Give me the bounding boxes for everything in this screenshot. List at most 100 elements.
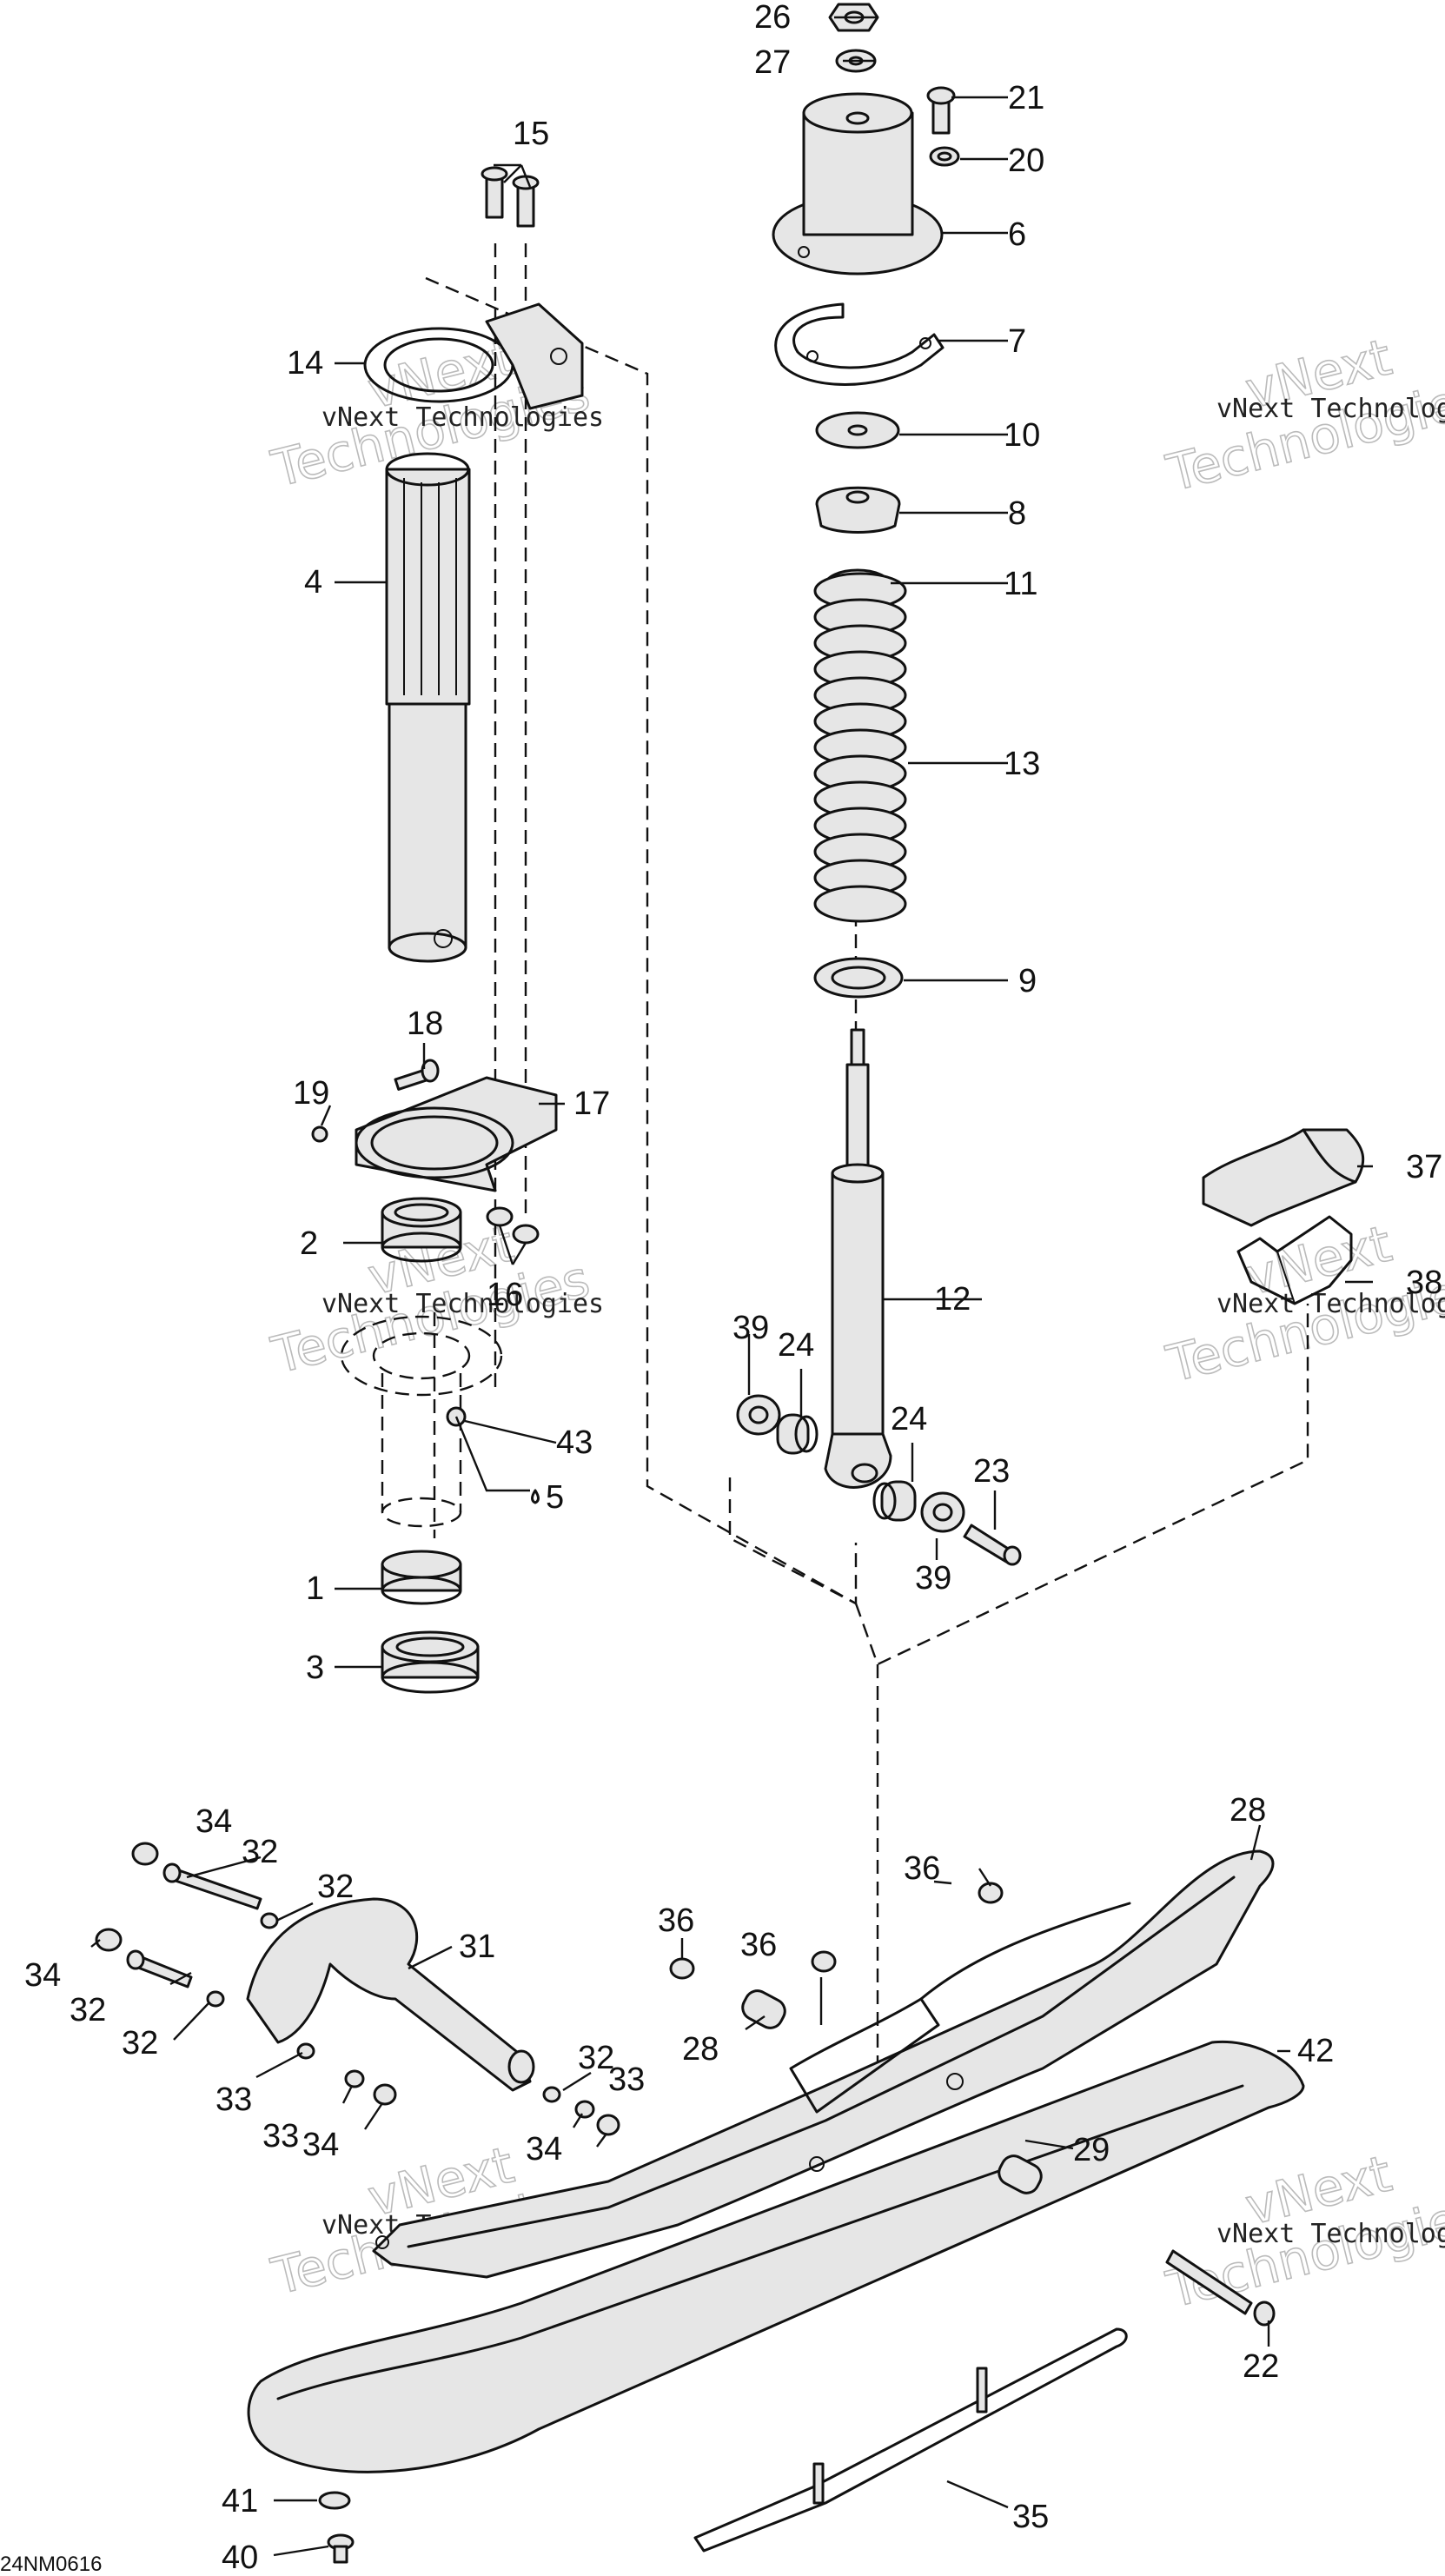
callout-23: 23 [973,1453,1010,1490]
bolt-22 [1165,2249,1276,2327]
callout-21: 21 [1008,80,1044,116]
callout-13: 13 [1004,746,1040,782]
callout-32-c: 33 [215,2081,252,2118]
nut-34-b [95,1928,123,1952]
callout-20: 20 [1008,143,1044,179]
nut-36-c [978,1882,1004,1904]
callout-36-c: 36 [904,1850,940,1887]
callout-6: 6 [1008,216,1026,253]
callout-39-right: 39 [915,1560,951,1597]
washer-32-a [260,1912,279,1929]
callout-16: 16 [487,1277,523,1313]
washer-32-b [206,1990,225,2008]
retaining-ring-7 [774,302,945,386]
bushing-3 [381,1630,480,1694]
bracket-14 [363,302,584,410]
callout-28-right: 29 [1073,2132,1110,2168]
callout-12: 12 [934,1281,971,1318]
watermark-4: Technologies vNext vNext Technologies [1160,1213,1445,1395]
nut-19 [311,1125,328,1143]
callout-42: 42 [1297,2033,1334,2069]
ski-42 [247,2040,1305,2473]
callout-27: 28 [1230,1792,1266,1829]
bolt-31 [162,1862,262,1910]
spring-13 [813,572,907,923]
watermark-small: vNext Technologies [321,402,604,433]
callout-10: 10 [1004,417,1040,454]
bushing-2 [381,1197,462,1263]
wear-bar-35 [693,2327,1128,2553]
nut-34-d [596,2114,620,2136]
bolts-15 [481,166,540,228]
washer-33-a [344,2069,365,2088]
callout-14: 14 [287,345,323,382]
callout-43: 43 [556,1424,593,1461]
nut-36-a [669,1957,695,1980]
callout-5: 5 [546,1479,564,1516]
bolt-21 [926,86,956,135]
callout-28-left: 28 [682,2031,719,2068]
handle-29 [246,1897,535,2092]
bolt-18 [394,1059,440,1091]
callout-1: 1 [306,1570,324,1607]
callout-24-right: 24 [891,1401,927,1437]
screw-40 [327,2533,355,2564]
callout-11: 11 [1004,566,1037,602]
callout-34-c: 34 [302,2127,339,2163]
bolt-23 [963,1524,1022,1566]
callout-18: 18 [407,1006,443,1042]
bolt-30 [126,1949,193,1988]
washer-32-c [296,2042,315,2060]
callout-15: 15 [513,116,549,152]
callout-35: 35 [1012,2499,1049,2535]
watermark-small: vNext Technologies [1216,1289,1445,1319]
bushing-24-left [776,1413,819,1455]
spring-seat-8 [815,486,901,534]
reference-code: 24NM0616 [0,2553,102,2576]
washer-20 [929,146,960,167]
shock-absorber-12 [824,1028,892,1489]
callout-26: 27 [754,44,791,81]
callout-32-a: 32 [317,1869,354,1905]
watermark-small: vNext Technologies [1216,394,1445,424]
callout-30: 32 [70,1992,106,2028]
callout-32-d: 32 [578,2040,614,2076]
nut-34-a [131,1842,159,1866]
callout-41: 41 [222,2483,258,2520]
watermark-small: vNext Technologies [321,1289,604,1319]
callout-8: 8 [1008,495,1026,532]
callout-33-a: 33 [262,2118,299,2154]
callout-17: 17 [573,1086,610,1122]
cap-6 [772,92,944,276]
bracket-38 [1236,1215,1353,1305]
leader-lines [90,16,1373,2557]
callout-32-b: 32 [122,2025,158,2061]
callout-34-b: 34 [24,1957,61,1994]
callout-36-b: 36 [740,1927,777,1963]
callout-22: 22 [1243,2348,1279,2385]
bushing-28-b [998,2154,1043,2194]
callout-9: 9 [1018,963,1037,999]
callout-3: 3 [306,1650,324,1686]
ski-27 [372,1849,1275,2279]
housing-outline [340,1315,503,1528]
callout-7: 7 [1008,323,1026,360]
callout-2: 2 [300,1225,318,1262]
nut-36-b [811,1950,837,1973]
bushing-1 [381,1550,462,1605]
washer-39-left [736,1394,781,1436]
washer-32-d [542,2086,561,2103]
callout-37: 37 [1406,1149,1442,1185]
washer-10 [815,411,900,449]
callout-29: 31 [459,1929,495,1965]
callout-4: 4 [304,564,322,601]
callout-19: 19 [293,1075,329,1112]
callout-33-b: 33 [608,2061,645,2098]
nut-34-c [373,2083,397,2106]
washer-9 [813,957,904,999]
watermark-6: Technologies vNext vNext Technologies [1160,2143,1445,2320]
washer-41 [318,2491,351,2510]
washer-39-right [920,1491,965,1533]
